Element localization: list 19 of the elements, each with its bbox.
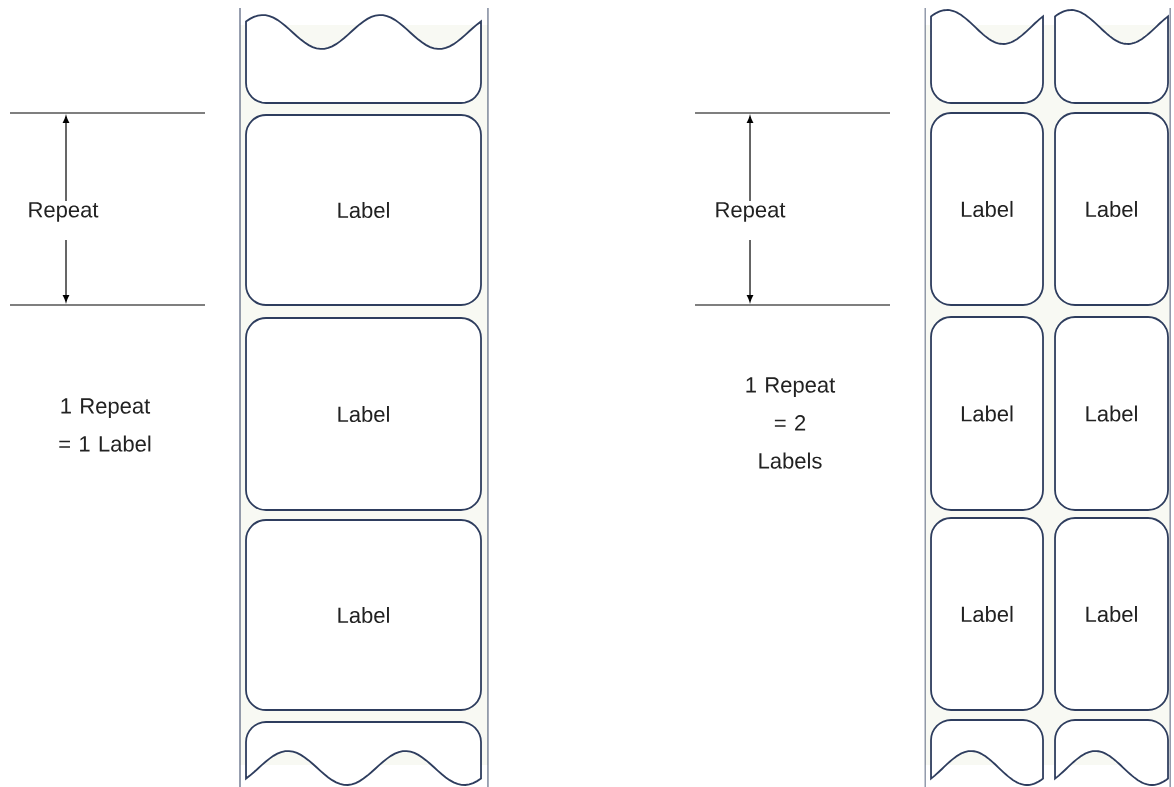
label-box: Label [930,112,1044,306]
partial-label [245,14,482,104]
dimension-label: 1 Repeat = 2 Labels [746,377,836,469]
partial-label [930,9,1044,104]
dimension-label: Repeat [716,202,786,222]
dimension-label: 1 Repeat = 1 Label [59,398,151,452]
label-box: Label [930,517,1044,711]
label-box: Label [1054,517,1169,711]
label-box: Label [245,519,482,711]
partial-label [930,719,1044,786]
label-box: Label [1054,316,1169,511]
partial-label [1054,9,1169,104]
dimension-label: Repeat [29,202,99,222]
partial-label [245,721,482,786]
label-box: Label [930,316,1044,511]
partial-label [1054,719,1169,786]
label-box: Label [245,317,482,511]
label-box: Label [245,114,482,306]
label-box: Label [1054,112,1169,306]
